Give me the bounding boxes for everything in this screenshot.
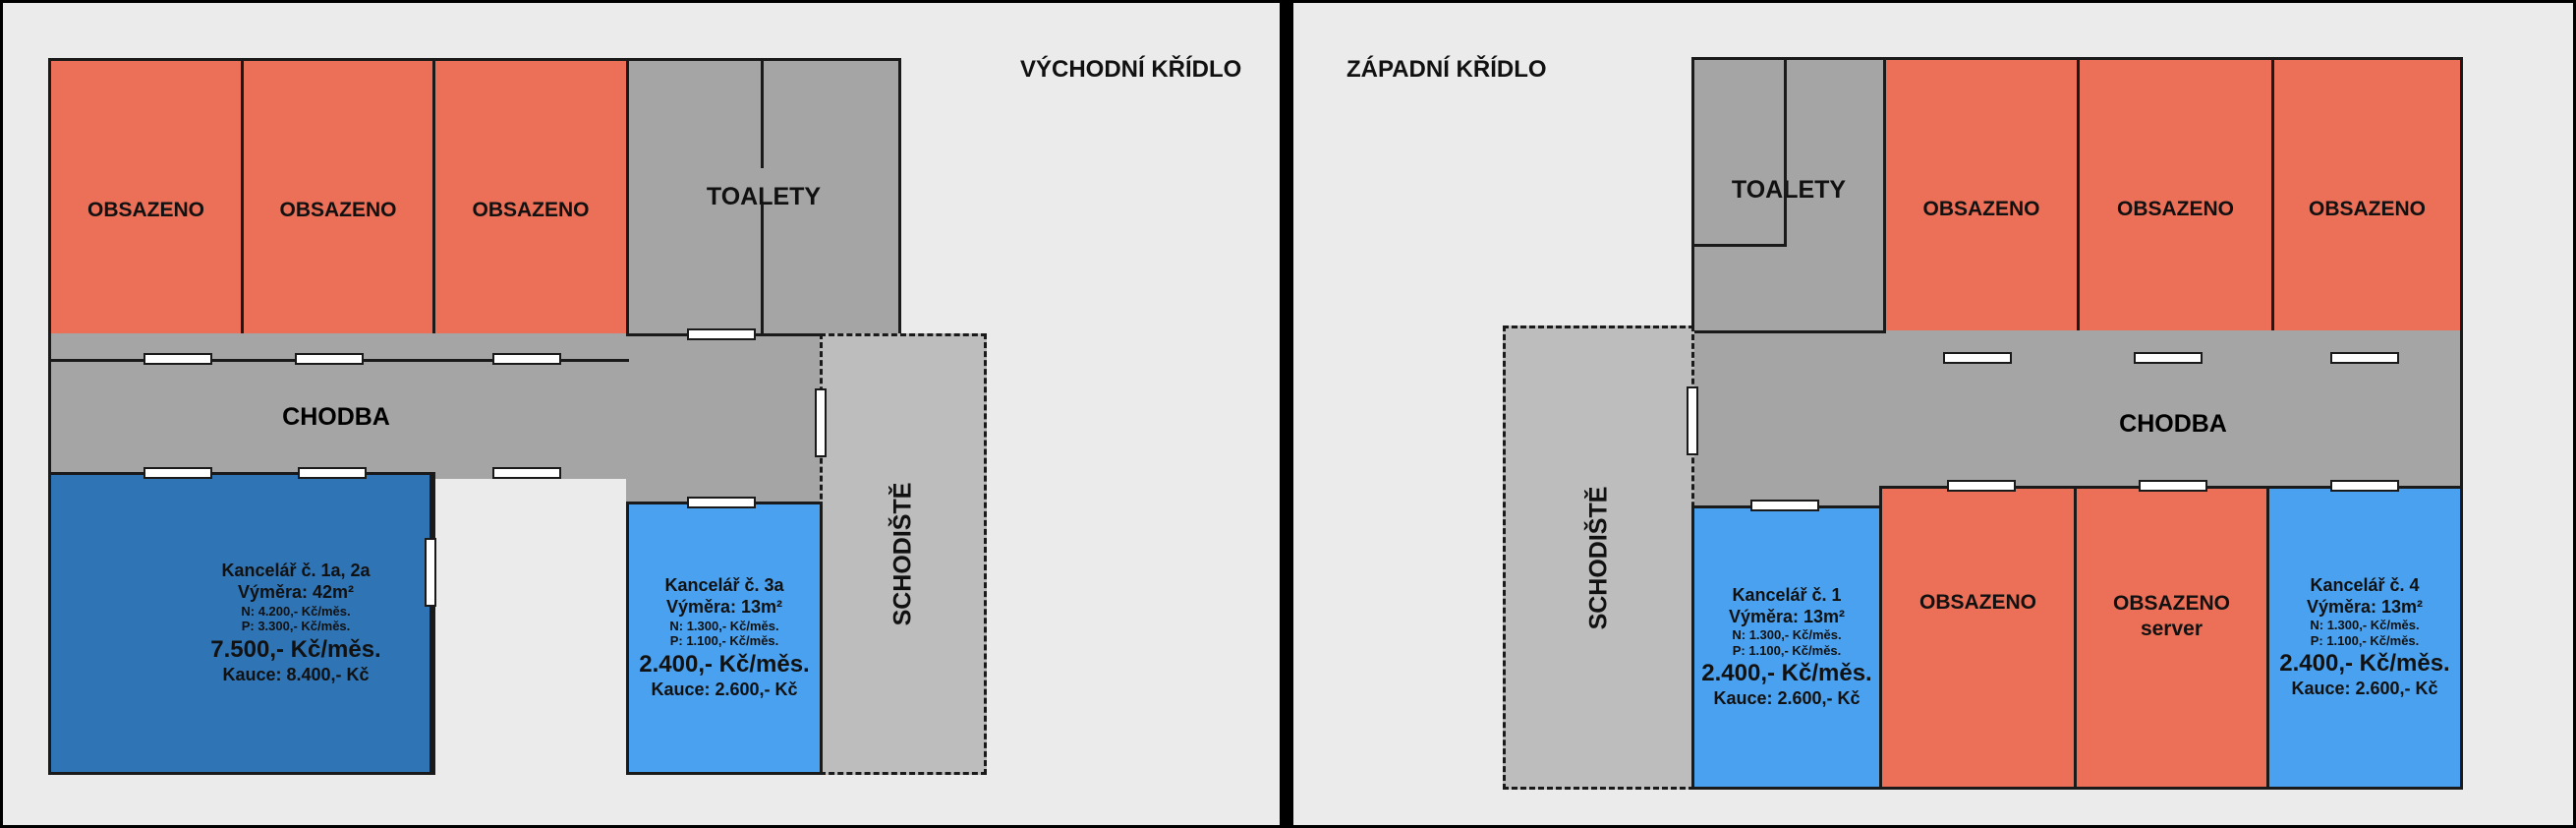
door[interactable]: [1947, 480, 2016, 492]
door[interactable]: [143, 353, 212, 365]
office-area: Výměra: 13m²: [1728, 606, 1846, 626]
office-price: 2.400,- Kč/měs.: [1701, 660, 1872, 687]
stairs-label: SCHODIŠTĚ: [1583, 486, 1612, 629]
east-occupied-room-2[interactable]: OBSAZENO: [241, 58, 435, 362]
door[interactable]: [687, 328, 756, 340]
room-label: OBSAZENO: [1922, 197, 2040, 220]
east-wing-title: VÝCHODNÍ KŘÍDLO: [1020, 56, 1242, 83]
room-label: OBSAZENO: [2112, 592, 2230, 615]
room-info: OBSAZENO server: [2113, 591, 2230, 643]
room-label: OBSAZENO: [2308, 197, 2426, 220]
west-occupied-room-4[interactable]: OBSAZENO: [1879, 486, 2077, 790]
door[interactable]: [2134, 352, 2203, 364]
office-name: Kancelář č. 1: [1732, 584, 1842, 605]
door[interactable]: [492, 467, 561, 479]
door[interactable]: [1750, 500, 1819, 511]
door[interactable]: [143, 467, 212, 479]
east-office-1a-2a[interactable]: Kancelář č. 1a, 2a Výměra: 42m² N: 4.200…: [48, 472, 435, 775]
office-deposit: Kauce: 8.400,- Kč: [222, 664, 370, 684]
east-occupied-room-3[interactable]: OBSAZENO: [432, 58, 629, 362]
door[interactable]: [1687, 386, 1698, 455]
office-price: 2.400,- Kč/měs.: [639, 650, 810, 678]
office-info: Kancelář č. 1 Výměra: 13m² N: 1.300,- Kč…: [1701, 585, 1871, 710]
west-toilets[interactable]: TOALETY: [1691, 57, 1886, 337]
door[interactable]: [1943, 352, 2012, 364]
office-area: Výměra: 42m²: [237, 582, 355, 603]
office-area: Výměra: 13m²: [2306, 596, 2424, 617]
office-deposit: Kauce: 2.600,- Kč: [2291, 679, 2438, 699]
office-1a-2a-partition: [429, 472, 432, 775]
corridor-label: CHODBA: [282, 402, 390, 431]
office-area: Výměra: 13m²: [665, 597, 783, 618]
west-occupied-room-2[interactable]: OBSAZENO: [2077, 57, 2274, 361]
door[interactable]: [687, 497, 756, 508]
room-label: OBSAZENO: [472, 198, 590, 221]
toilets-label: TOALETY: [1731, 176, 1847, 204]
east-office-3a[interactable]: Kancelář č. 3a Výměra: 13m² N: 1.300,- K…: [626, 502, 823, 775]
office-p-cost: P: 1.100,- Kč/měs.: [669, 633, 779, 649]
east-occupied-room-1[interactable]: OBSAZENO: [48, 58, 244, 362]
east-corridor-extension: [626, 333, 823, 505]
toilet-partition-vertical: [1784, 57, 1787, 247]
toilet-partition-horizontal: [1691, 244, 1787, 247]
door[interactable]: [2330, 480, 2399, 492]
corridor-label: CHODBA: [2119, 409, 2227, 438]
west-occupied-server-room[interactable]: OBSAZENO server: [2074, 486, 2269, 790]
office-p-cost: P: 1.100,- Kč/měs.: [2310, 632, 2420, 648]
office-deposit: Kauce: 2.600,- Kč: [1713, 688, 1860, 709]
door[interactable]: [2330, 352, 2399, 364]
door[interactable]: [298, 467, 367, 479]
west-corridor-top-wall: [1691, 330, 1886, 333]
east-wing-panel: VÝCHODNÍ KŘÍDLO OBSAZENO OBSAZENO OBSAZE…: [3, 3, 1280, 825]
office-n-cost: N: 1.300,- Kč/měs.: [2310, 618, 2420, 633]
west-office-1[interactable]: Kancelář č. 1 Výměra: 13m² N: 1.300,- Kč…: [1691, 505, 1882, 790]
toilet-partition-top: [761, 58, 764, 168]
east-corridor-left-wall: [48, 359, 51, 477]
office-name: Kancelář č. 1a, 2a: [221, 561, 371, 581]
office-price: 2.400,- Kč/měs.: [2279, 650, 2450, 678]
office-info: Kancelář č. 1a, 2a Výměra: 42m² N: 4.200…: [210, 561, 380, 685]
office-p-cost: P: 1.100,- Kč/měs.: [1732, 642, 1842, 658]
door[interactable]: [815, 388, 827, 457]
toilet-partition-bottom: [761, 204, 764, 335]
door[interactable]: [425, 538, 436, 607]
office-price: 7.500,- Kč/měs.: [210, 635, 381, 663]
door[interactable]: [295, 353, 364, 365]
room-label: OBSAZENO: [279, 198, 397, 221]
west-occupied-room-3[interactable]: OBSAZENO: [2271, 57, 2463, 361]
room-label: OBSAZENO: [1918, 591, 2036, 614]
door[interactable]: [2139, 480, 2207, 492]
office-name: Kancelář č. 3a: [664, 575, 784, 596]
west-wing-panel: ZÁPADNÍ KŘÍDLO TOALETY OBSAZENO OBSAZENO…: [1293, 3, 2573, 825]
office-n-cost: N: 1.300,- Kč/měs.: [669, 618, 779, 633]
toilets-label: TOALETY: [706, 183, 822, 210]
office-name: Kancelář č. 4: [2310, 574, 2420, 595]
stairs-label: SCHODIŠTĚ: [888, 482, 917, 626]
west-office-4[interactable]: Kancelář č. 4 Výměra: 13m² N: 1.300,- Kč…: [2266, 486, 2463, 790]
door[interactable]: [492, 353, 561, 365]
west-occupied-room-1[interactable]: OBSAZENO: [1883, 57, 2080, 361]
server-label: server: [2140, 618, 2204, 641]
room-label: OBSAZENO: [86, 198, 204, 221]
room-label: OBSAZENO: [2116, 197, 2234, 220]
office-deposit: Kauce: 2.600,- Kč: [651, 679, 798, 699]
office-n-cost: N: 1.300,- Kč/měs.: [1732, 627, 1842, 643]
office-n-cost: N: 4.200,- Kč/měs.: [241, 603, 351, 619]
east-stairs[interactable]: SCHODIŠTĚ: [820, 333, 987, 775]
west-stairs[interactable]: SCHODIŠTĚ: [1503, 325, 1694, 790]
west-wing-title: ZÁPADNÍ KŘÍDLO: [1346, 56, 1547, 83]
office-p-cost: P: 3.300,- Kč/měs.: [241, 619, 351, 634]
office-info: Kancelář č. 3a Výměra: 13m² N: 1.300,- K…: [639, 575, 809, 700]
east-toilets[interactable]: TOALETY: [626, 58, 901, 336]
office-info: Kancelář č. 4 Výměra: 13m² N: 1.300,- Kč…: [2279, 575, 2449, 700]
